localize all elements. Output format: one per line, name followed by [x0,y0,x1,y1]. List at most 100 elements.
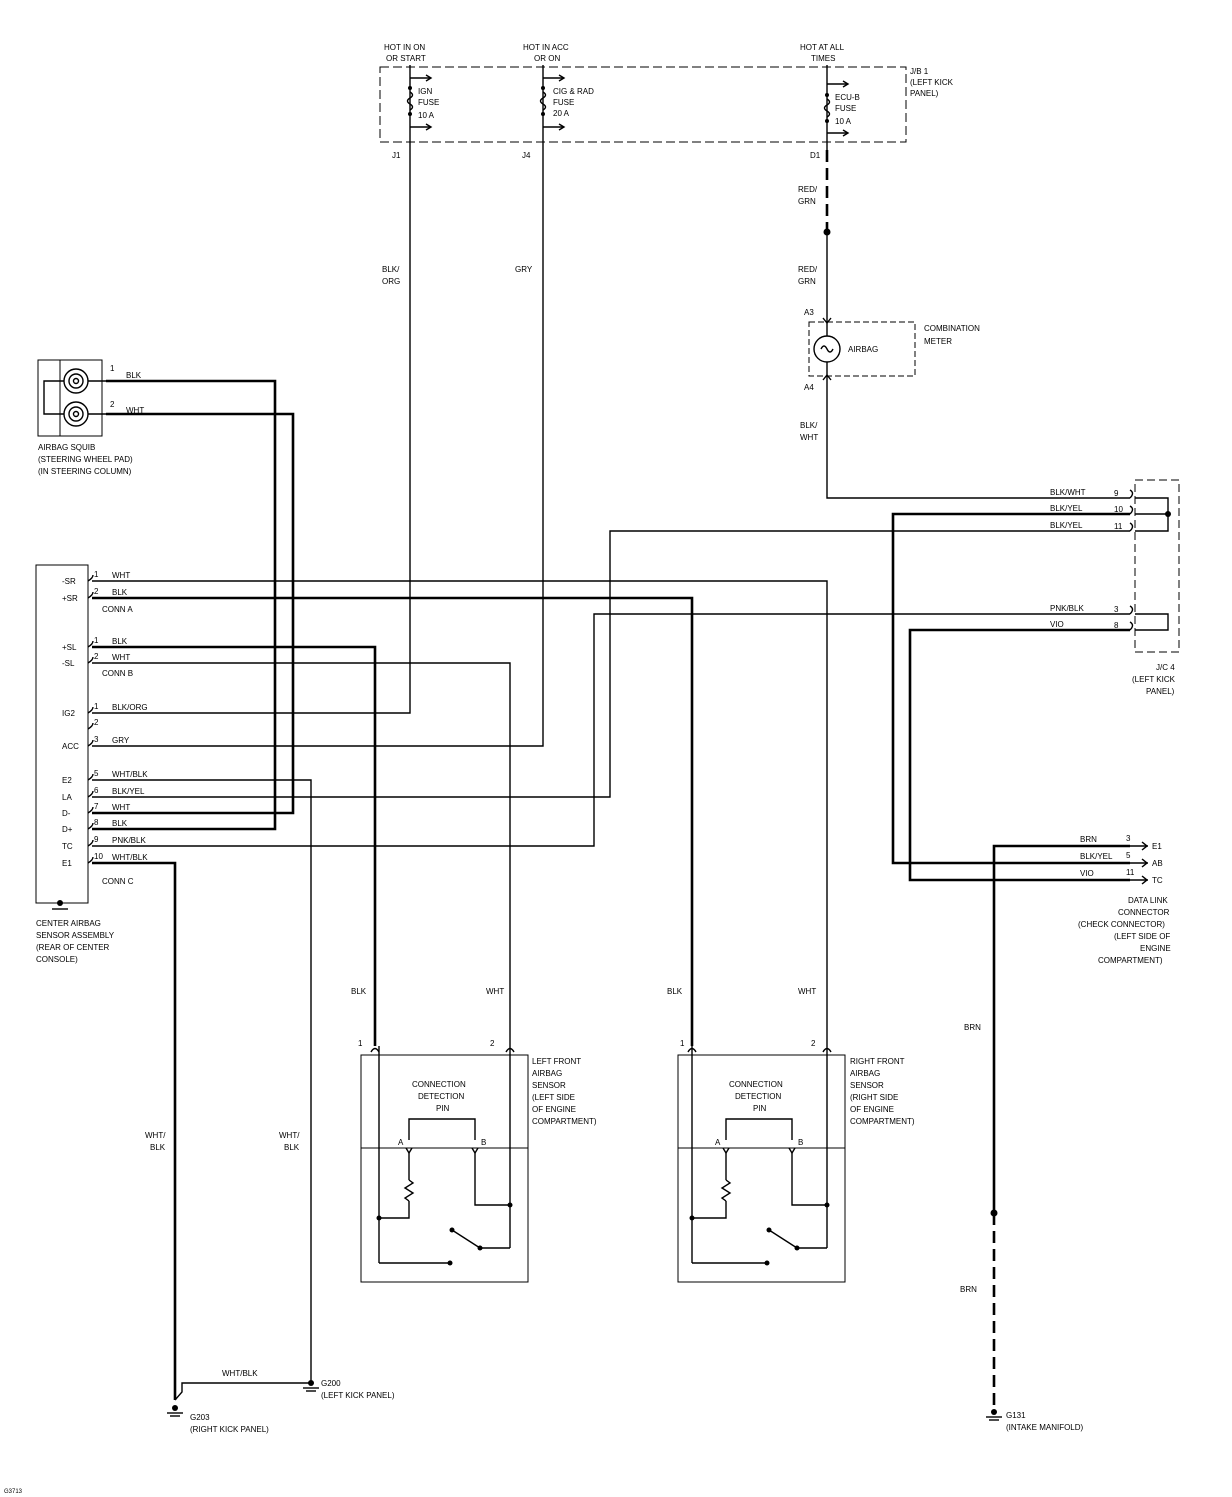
ecu-b-fuse: ECU-B FUSE 10 A [823,65,860,150]
terminal-wire: WHT [112,571,130,580]
terminal-pin: 7 [94,802,99,811]
jb1-label-3: PANEL) [910,89,939,98]
terminal-wire: BLK/ORG [112,703,148,712]
hot-all-line2: TIMES [811,54,835,63]
terminal-name: ACC [62,742,79,751]
wire-label-wht-blk-g203-1: WHT/ [145,1131,166,1140]
wire-label-gry: GRY [515,265,533,274]
terminal-wire: PNK/BLK [112,836,146,845]
meter-pin-a4: A4 [804,383,814,392]
terminal-wire: BLK/YEL [112,787,145,796]
g200-label-1: G200 [321,1379,341,1388]
right-sensor-inner-2: DETECTION [735,1092,781,1101]
terminal-name: IG2 [62,709,75,718]
dlc-label-2: CONNECTOR [1118,908,1170,917]
g200-label-2: (LEFT KICK PANEL) [321,1391,395,1400]
terminal-name: E1 [62,859,72,868]
g203-label-2: (RIGHT KICK PANEL) [190,1425,269,1434]
ign-fuse: IGN FUSE 10 A [406,65,439,150]
combination-meter: AIRBAG COMBINATION METER A3 A4 [804,308,980,392]
jc4-wire: PNK/BLK [1050,604,1084,613]
center-label-1: CENTER AIRBAG [36,919,101,928]
right-sensor-label-3: SENSOR [850,1081,884,1090]
wire-squib-blk [92,379,277,831]
wire-tc [92,613,1130,847]
center-terminal: 2 [87,718,99,730]
dlc-wire: BLK/YEL [1080,852,1113,861]
wire-squib-wht [92,412,295,815]
center-label-3: (REAR OF CENTER [36,943,110,952]
center-label-4: CONSOLE) [36,955,78,964]
dlc-wire: BRN [1080,835,1097,844]
wire-e2 [92,779,312,1383]
terminal-name: +SL [62,643,77,652]
wire-label-brn-2: BRN [960,1285,977,1294]
dlc-terminal: TC [1152,876,1163,885]
right-sensor-label-2: AIRBAG [850,1069,880,1078]
ecu-fuse-label-3: 10 A [835,117,852,126]
jc4-wire: BLK/YEL [1050,504,1083,513]
dlc-label-4: (LEFT SIDE OF [1114,932,1170,941]
ecu-fuse-label-1: ECU-B [835,93,860,102]
terminal-name: E2 [62,776,72,785]
jc4-label-3: PANEL) [1146,687,1175,696]
center-label-2: SENSOR ASSEMBLY [36,931,115,940]
cig-rad-fuse: CIG & RAD FUSE 20 A [539,65,594,150]
pin-d1: D1 [810,151,821,160]
terminal-pin: 8 [94,818,99,827]
right-sensor-b: B [798,1138,803,1147]
terminal-pin: 5 [94,769,99,778]
jc4-pin: 9 [1114,489,1119,498]
right-sensor-inner-1: CONNECTION [729,1080,783,1089]
wire-label-sensor-blk-l: BLK [351,987,367,996]
terminal-pin: 9 [94,835,99,844]
terminal-pin: 2 [94,652,99,661]
wire-label-red-grn-1b: GRN [798,197,816,206]
left-sensor-label-2: AIRBAG [532,1069,562,1078]
squib-wire1: BLK [126,371,142,380]
jc4-pin: 10 [1114,505,1123,514]
airbag-squib: 1 BLK 2 WHT AIRBAG SQUIB (STEERING WHEEL… [37,359,144,476]
wire-label-sensor-wht-r: WHT [798,987,816,996]
meter-label-1: COMBINATION [924,324,980,333]
terminal-wire: WHT/BLK [112,853,148,862]
g131-label-2: (INTAKE MANIFOLD) [1006,1423,1084,1432]
wire-la [92,530,1130,798]
ign-fuse-label-3: 10 A [418,111,435,120]
terminal-name: D+ [62,825,73,834]
meter-lamp-label: AIRBAG [848,345,878,354]
wire-ground-bridge [174,1382,311,1401]
wire-label-wht-blk-gnd: WHT/BLK [222,1369,258,1378]
right-sensor-label-1: RIGHT FRONT [850,1057,905,1066]
left-sensor-a: A [398,1138,404,1147]
pin-j1: J1 [392,151,401,160]
wire-label-wht-blk-g200-2: BLK [284,1143,300,1152]
terminal-wire: WHT [112,803,130,812]
wire-sl-plus [92,645,377,1046]
terminal-name: D- [62,809,71,818]
terminal-wire: WHT/BLK [112,770,148,779]
terminal-pin: 1 [94,570,99,579]
dlc-pin: 3 [1126,834,1131,843]
jb1-label-2: (LEFT KICK [910,78,954,87]
left-sensor-inner-1: CONNECTION [412,1080,466,1089]
wire-label-red-grn-2a: RED/ [798,265,818,274]
left-sensor-label-5: OF ENGINE [532,1105,576,1114]
hot-ign-line1: HOT IN ON [384,43,425,52]
cig-fuse-label-1: CIG & RAD [553,87,594,96]
pin-j4: J4 [522,151,531,160]
